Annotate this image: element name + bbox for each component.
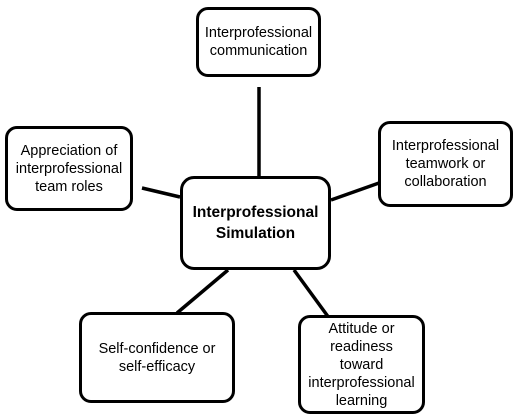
outcome-label-line: Appreciation of xyxy=(20,142,118,159)
outcome-box-self-confidence-or-self-efficacy: Self-confidence or self-efficacy xyxy=(79,312,235,403)
outcome-label-line: teamwork or xyxy=(405,156,486,172)
outcome-label-line: learning xyxy=(335,392,388,409)
outcome-label-line: Self-confidence or xyxy=(98,340,216,357)
outcome-label-line: self-efficacy xyxy=(118,358,196,375)
connector-center-to-left xyxy=(141,186,181,199)
center-label-line: Interprofessional xyxy=(192,204,319,221)
connector-center-to-bottom-right xyxy=(292,268,334,324)
outcome-label-line: readiness toward xyxy=(330,338,393,373)
outcome-box-teamwork-or-collaboration: Interprofessional teamwork or collaborat… xyxy=(378,121,513,207)
outcome-label-line: Interprofessional xyxy=(391,138,500,154)
connector-center-to-right xyxy=(330,181,380,202)
center-label-line: Simulation xyxy=(215,225,296,242)
outcome-label-line: team roles xyxy=(35,178,103,195)
outcome-label-line: communication xyxy=(209,43,308,59)
connector-center-to-bottom-left xyxy=(175,268,230,315)
outcome-box-interprofessional-communication: Interprofessional communication xyxy=(196,7,321,77)
outcome-box-appreciation-of-team-roles: Appreciation of interprofessional team r… xyxy=(5,126,133,211)
center-box-interprofessional-simulation: Interprofessional Simulation xyxy=(180,176,331,270)
outcome-label-line: interprofessional xyxy=(15,160,123,177)
outcome-label-line: interprofessional xyxy=(308,374,415,391)
outcome-label-line: collaboration xyxy=(404,174,487,190)
outcome-box-attitude-or-readiness: Attitude or readiness toward interprofes… xyxy=(298,315,425,414)
outcome-label-line: Attitude or xyxy=(328,320,395,337)
outcome-label-line: Interprofessional xyxy=(204,25,313,41)
